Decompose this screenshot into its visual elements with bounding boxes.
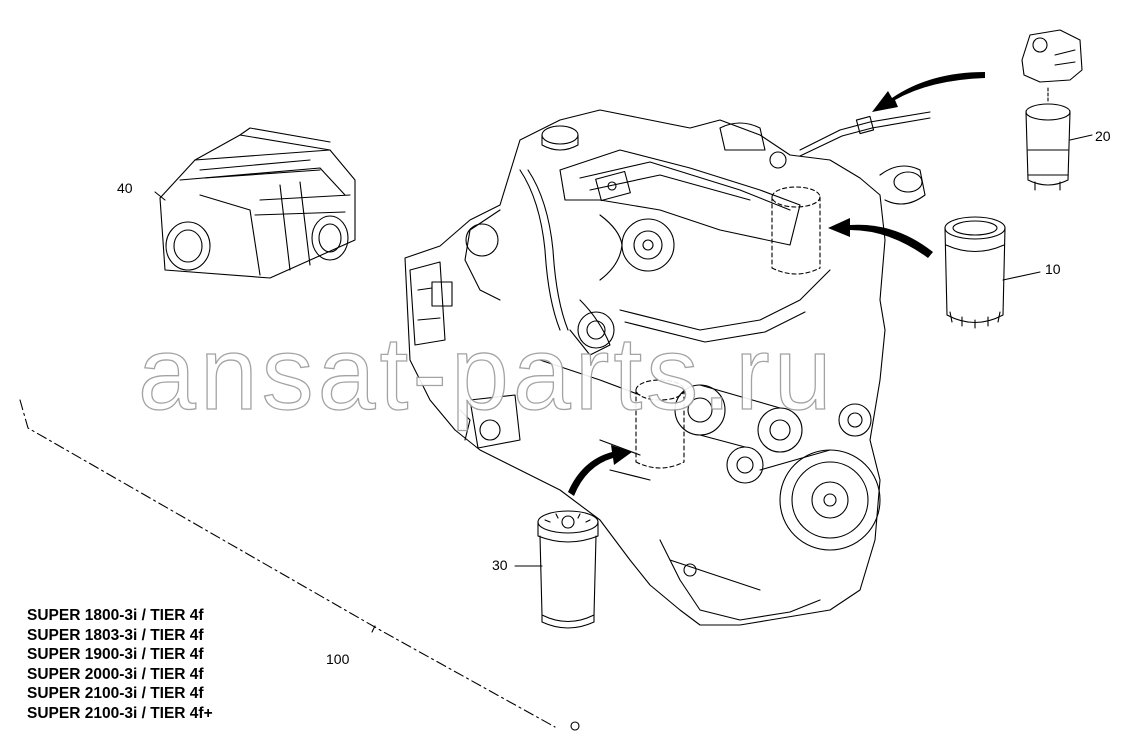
oil-filter-location-outline	[771, 186, 821, 275]
arrow-30-icon	[568, 445, 632, 496]
callout-30: 30	[492, 557, 508, 573]
callout-40: 40	[117, 180, 133, 196]
callout-10: 10	[1045, 261, 1061, 277]
fuel-filter-assembly-icon	[1021, 29, 1093, 191]
fuel-filter-location-outline	[635, 379, 685, 469]
arrow-10-icon	[828, 218, 933, 258]
model-list: SUPER 1800-3i / TIER 4f SUPER 1803-3i / …	[27, 606, 213, 723]
group-boundary-line	[19, 399, 556, 728]
model-line: SUPER 2000-3i / TIER 4f	[27, 665, 204, 683]
aftertreatment-module-icon	[154, 127, 356, 279]
callout-20: 20	[1095, 128, 1111, 144]
engine-assembly-icon	[404, 109, 931, 626]
group-line-end-icon	[570, 721, 580, 731]
watermark: ansat-parts.ru	[137, 316, 836, 432]
arrows	[568, 72, 985, 496]
model-line: SUPER 1900-3i / TIER 4f	[27, 646, 204, 663]
oil-filter-icon	[944, 216, 1041, 329]
callout-100: 100	[326, 651, 350, 667]
model-line: SUPER 2100-3i / TIER 4f	[27, 685, 204, 702]
model-line: SUPER 1800-3i / TIER 4f	[27, 607, 204, 624]
arrow-20-icon	[872, 72, 985, 112]
fuel-filter-icon	[514, 510, 599, 629]
model-line: SUPER 1803-3i / TIER 4f	[27, 626, 204, 644]
model-line: SUPER 2100-3i / TIER 4f+	[27, 704, 213, 722]
